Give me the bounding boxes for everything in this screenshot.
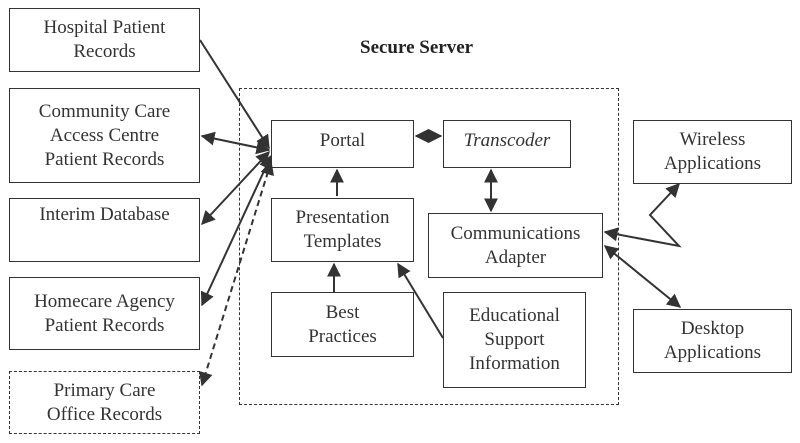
arrow-portal-interim [201, 150, 270, 226]
educational-support-info-box: Educational Support Information [443, 292, 586, 388]
arrow-portal-primary-care [199, 160, 274, 387]
hospital-patient-records-box: Hospital Patient Records [9, 8, 200, 72]
arrow-portal-homecare [200, 154, 273, 307]
portal-box: Portal [271, 120, 414, 168]
communications-adapter-box: Communications Adapter [428, 213, 603, 278]
arrow-hospital-to-portal [199, 39, 270, 150]
wireless-applications-box: Wireless Applications [633, 120, 792, 184]
interim-database-box: Interim Database [9, 198, 200, 262]
arrow-edu-to-presentation [397, 262, 444, 339]
best-practices-box: Best Practices [271, 292, 414, 357]
transcoder-box: Transcoder [443, 120, 571, 168]
arrow-comms-desktop [603, 245, 682, 308]
secure-server-title: Secure Server [360, 37, 474, 58]
arrow-portal-ccac [200, 131, 271, 155]
ccac-patient-records-box: Community Care Access Centre Patient Rec… [9, 88, 200, 183]
primary-care-office-records-box: Primary Care Office Records [9, 371, 200, 434]
presentation-templates-box: Presentation Templates [271, 198, 414, 262]
desktop-applications-box: Desktop Applications [633, 309, 792, 373]
arrow-comms-wireless [603, 182, 682, 248]
